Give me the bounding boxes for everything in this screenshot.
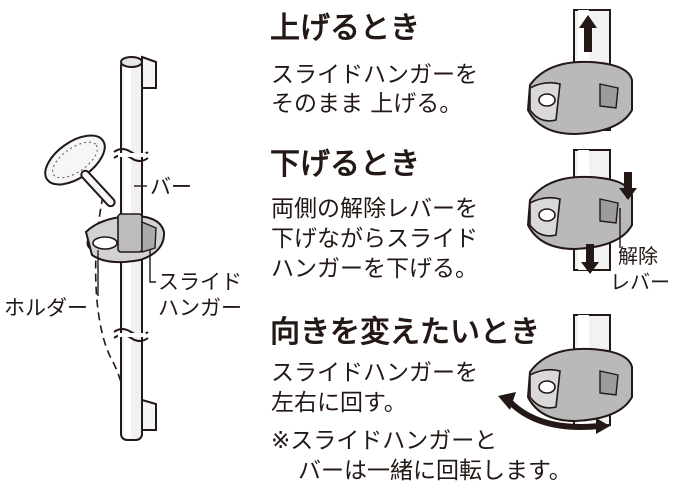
slide-hanger	[84, 213, 166, 264]
section-raise-heading: 上げるとき	[270, 11, 420, 46]
bar-label: バー	[150, 175, 192, 199]
hanger-raise-illustration	[526, 9, 633, 136]
section-lower-line2: 下げながらスライド	[271, 226, 478, 252]
holder-label: ホルダー	[4, 296, 88, 320]
release-lever-label-line1: 解除	[618, 244, 658, 268]
section-rotate-line2: 左右に回す。	[271, 390, 407, 416]
slide-hanger-label-line1: スライド	[158, 270, 242, 294]
section-lower-heading: 下げるとき	[270, 147, 420, 182]
hanger-rotate-illustration	[498, 314, 633, 434]
slide-hanger-label-line2: ハンガー	[158, 296, 242, 320]
shower-head	[44, 134, 116, 208]
section-raise-line2: そのまま 上げる。	[271, 91, 463, 117]
note-line1: ※スライドハンガーと	[271, 428, 498, 454]
shower-hose	[94, 195, 128, 441]
section-rotate-heading: 向きを変えたいとき	[270, 315, 540, 350]
release-lever-label-line2: レバー	[610, 270, 670, 294]
hanger-lower-illustration	[526, 149, 637, 274]
section-lower-line3: ハンガーを下げる。	[271, 256, 478, 282]
section-raise-line1: スライドハンガーを	[271, 62, 478, 88]
section-rotate-line1: スライドハンガーを	[271, 360, 478, 386]
section-lower-line1: 両側の解除レバーを	[271, 196, 478, 222]
note-line2: バーは一緒に回転します。	[298, 458, 572, 484]
slide-hanger-leader	[149, 250, 156, 283]
